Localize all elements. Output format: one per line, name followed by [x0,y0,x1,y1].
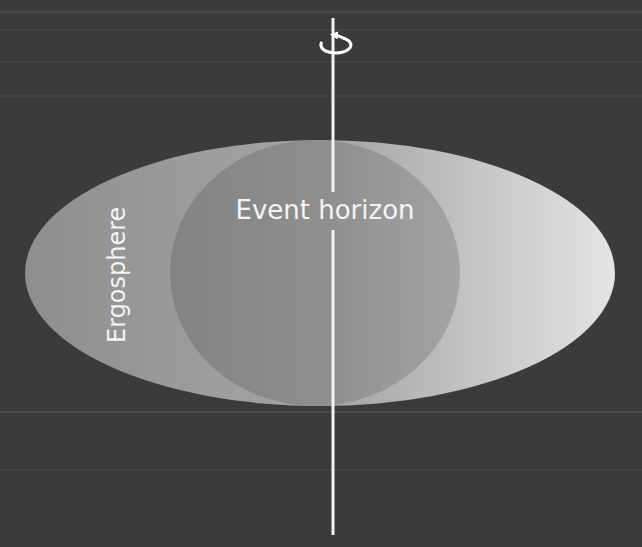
event-horizon-ellipse [170,140,460,406]
ergosphere-ellipse: Ergosphere Event horizon [25,140,615,406]
event-horizon-ellipse: Event horizon [170,140,460,406]
shape-label: Event horizon [235,196,414,226]
region-label: Ergosphere [104,207,132,343]
axis-line [332,230,335,535]
rotation-arrow [321,35,351,53]
axis-line [332,18,335,192]
